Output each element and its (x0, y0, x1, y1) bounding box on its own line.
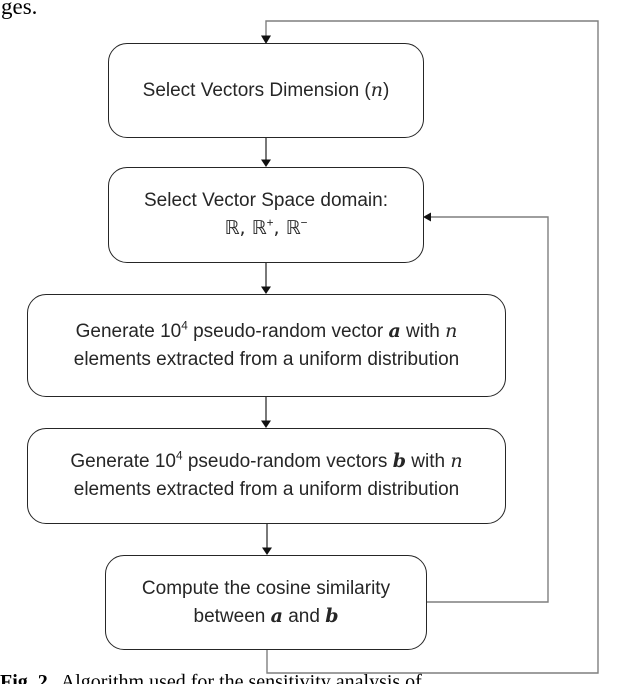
flowchart-box-compute-cosine: Compute the cosine similarity between a … (105, 555, 427, 650)
box-text: pseudo-random vectors (182, 451, 393, 473)
box-text-line: between a and b (194, 603, 339, 631)
math-set-symbols: , ℝ (273, 217, 301, 239)
math-set-symbols: ℝ, ℝ (224, 217, 267, 239)
box-text-line: elements extracted from a uniform distri… (73, 348, 460, 370)
superscript-minus: − (300, 216, 308, 230)
box-text-line: Compute the cosine similarity (141, 577, 391, 599)
box-text-line: Select Vectors Dimension (n) (143, 77, 390, 105)
flowchart-box-generate-vector-a: Generate 104 pseudo-random vector a with… (27, 294, 506, 397)
flowchart-box-select-dimension: Select Vectors Dimension (n) (108, 43, 424, 138)
arrowhead-down-icon (261, 286, 271, 294)
box-text: ) (383, 79, 390, 101)
superscript-exponent: 4 (181, 319, 188, 333)
box-text: with (400, 320, 446, 342)
figure-caption: Fig. 2. Algorithm used for the sensitivit… (0, 671, 618, 684)
arrowhead-down-icon (262, 547, 272, 555)
box-text: Select Vectors Dimension ( (142, 79, 371, 101)
arrowhead-left-icon (423, 212, 431, 222)
box-text-line: Generate 104 pseudo-random vectors b wit… (70, 448, 462, 476)
superscript-plus: + (266, 216, 274, 230)
math-vector-a: a (388, 319, 401, 342)
box-text-line: ℝ, ℝ+, ℝ− (224, 215, 307, 243)
box-text: with (406, 451, 451, 473)
arrowhead-down-icon (261, 35, 271, 44)
math-vector-b: b (325, 604, 339, 627)
superscript-exponent: 4 (176, 450, 183, 464)
box-text-line: Select Vector Space domain: (144, 190, 388, 212)
flowchart-box-select-domain: Select Vector Space domain: ℝ, ℝ+, ℝ− (108, 167, 424, 263)
box-text-line: elements extracted from a uniform distri… (73, 479, 460, 500)
box-text: Generate 10 (75, 320, 182, 342)
flowchart-box-generate-vectors-b: Generate 104 pseudo-random vectors b wit… (27, 428, 506, 524)
box-text: and (282, 605, 326, 627)
inner-loop-line (427, 216, 549, 603)
arrowhead-down-icon (261, 159, 271, 167)
figure-caption-text: Algorithm used for the sensitivity analy… (60, 671, 422, 684)
box-text: pseudo-random vector (187, 320, 389, 342)
outer-loop-line (265, 20, 599, 674)
box-text: between (193, 605, 271, 627)
math-variable-n: n (450, 450, 463, 473)
page-body-text-fragment: ges. (1, 0, 38, 19)
math-vector-b: b (392, 450, 407, 473)
math-vector-a: a (270, 604, 283, 627)
math-variable-n: n (445, 319, 458, 342)
box-text: Generate 10 (70, 451, 176, 473)
box-text-line: Generate 104 pseudo-random vector a with… (76, 318, 458, 346)
math-variable-n: n (370, 78, 383, 101)
figure-caption-label: Fig. 2. (0, 671, 53, 684)
arrowhead-down-icon (261, 420, 271, 428)
